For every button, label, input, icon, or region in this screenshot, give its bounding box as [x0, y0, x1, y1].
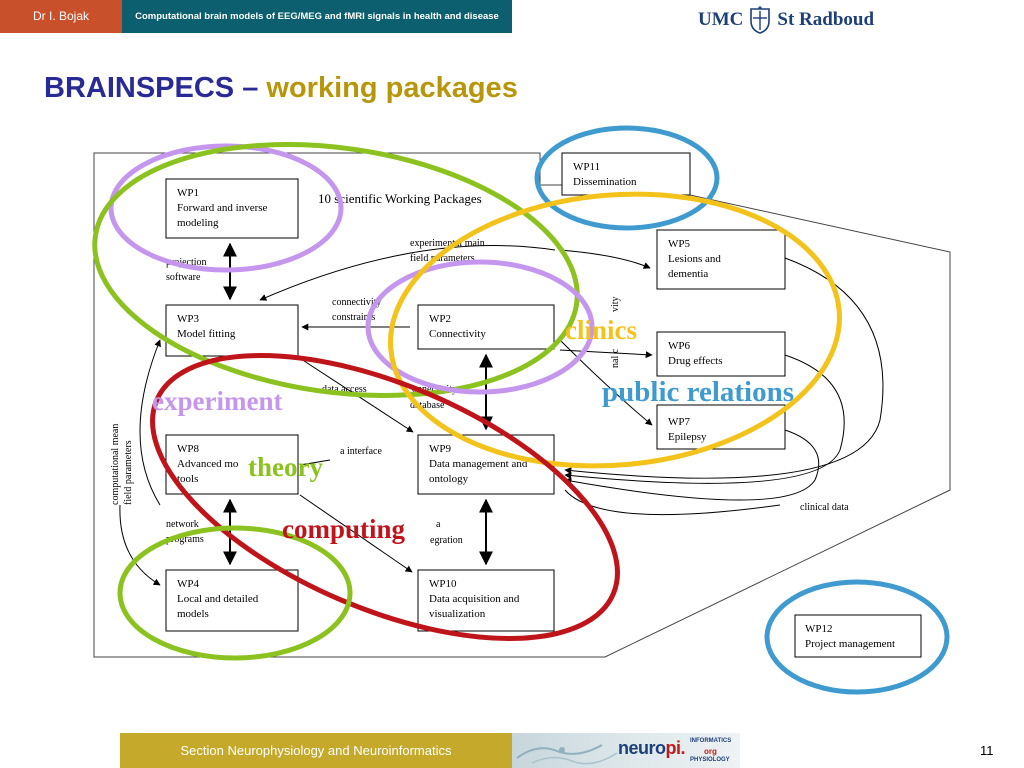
logo-informatics: INFORMATICS [690, 738, 732, 744]
svg-text:Dissemination: Dissemination [573, 176, 637, 188]
label-comp-mean-1: computational mean [110, 424, 121, 505]
svg-text:Local and detailed: Local and detailed [177, 593, 259, 605]
label-vertical-2: nal c [610, 348, 621, 368]
svg-text:Connectivity: Connectivity [429, 328, 486, 340]
svg-text:WP9: WP9 [429, 443, 452, 455]
svg-text:tools: tools [177, 473, 198, 485]
heading-part-1: BRAINSPECS – [44, 72, 259, 104]
svg-text:Model fitting: Model fitting [177, 328, 236, 340]
wp6-box: WP6 Drug effects [656, 331, 786, 377]
yellow-ellipse-clinics [388, 191, 842, 469]
label-conn-db-2: database [410, 400, 445, 411]
overlay-clinics: clinics [565, 315, 637, 345]
diagram-arrows [119, 242, 884, 586]
logo-text-radboud: St Radboud [777, 9, 875, 30]
label-network-1: network [166, 519, 199, 530]
footer-section-label: Section Neurophysiology and Neuroinforma… [120, 733, 512, 768]
blue-ellipse-wp12 [764, 579, 950, 695]
label-projection-1: projection [166, 257, 207, 268]
label-vertical-1: vity [610, 296, 621, 312]
svg-text:WP11: WP11 [573, 161, 600, 173]
label-comp-mean-2: field parameters [123, 440, 134, 505]
svg-text:dementia: dementia [668, 268, 708, 280]
green-ellipse-theory [92, 142, 580, 398]
wp11-box: WP11 Dissemination [561, 152, 691, 196]
svg-text:WP8: WP8 [177, 443, 200, 455]
label-a-interface: a interface [340, 446, 382, 457]
svg-text:WP12: WP12 [805, 623, 833, 635]
logo-physiology: PHYSIOLOGY [690, 757, 730, 763]
svg-text:models: models [177, 608, 209, 620]
label-clinical-data: clinical data [800, 502, 849, 513]
label-integration-2: egration [430, 535, 463, 546]
page-number: 11 [980, 743, 994, 758]
wp9-box: WP9 Data management and ontology [417, 434, 555, 495]
label-data-access: data access [322, 384, 367, 395]
label-exp-main-2: field parameters [410, 253, 475, 264]
wp3-box: WP3 Model fitting [165, 304, 299, 357]
svg-text:Advanced mo: Advanced mo [177, 458, 239, 470]
logo-org: org [704, 747, 717, 756]
svg-text:modeling: modeling [177, 217, 219, 229]
svg-text:WP5: WP5 [668, 238, 691, 250]
svg-text:ontology: ontology [429, 473, 469, 485]
wp1-box: WP1 Forward and inverse modeling [165, 178, 299, 239]
crest-icon [750, 6, 771, 34]
author-label: Dr I. Bojak [0, 0, 122, 33]
label-conn-db-1: onnectivity [412, 384, 457, 395]
svg-text:visualization: visualization [429, 608, 486, 620]
svg-text:WP4: WP4 [177, 578, 200, 590]
label-integration-1: a [436, 519, 441, 530]
diagram-caption: 10 scientific Working Packages [318, 191, 482, 206]
umc-logo: UMC St Radboud [698, 5, 874, 35]
overlay-computing: computing [282, 514, 406, 544]
overlay-public-relations: public relations [602, 376, 794, 408]
logo-text-umc: UMC [698, 9, 744, 30]
svg-text:Data acquisition and: Data acquisition and [429, 593, 520, 605]
footer-banner: neuropi. INFORMATICS org PHYSIOLOGY [512, 733, 740, 768]
green-ellipse-wp4 [117, 525, 353, 661]
svg-text:Forward and inverse: Forward and inverse [177, 202, 268, 214]
svg-text:Lesions and: Lesions and [668, 253, 721, 265]
wp12-box: WP12 Project management [794, 614, 922, 658]
overlay-experiment: experiment [152, 386, 282, 416]
wp5-box: WP5 Lesions and dementia [656, 229, 786, 290]
violet-ellipse-wp2 [365, 259, 595, 395]
svg-text:WP7: WP7 [668, 416, 691, 428]
neuron-illustration-icon [516, 744, 618, 765]
svg-text:WP3: WP3 [177, 313, 200, 325]
svg-text:WP10: WP10 [429, 578, 457, 590]
label-network-2: programs [166, 534, 204, 545]
wp8-box: WP8 Advanced mo tools [165, 434, 299, 495]
neuroinformatics-logo: neuropi. [618, 738, 686, 758]
presentation-title: Computational brain models of EEG/MEG an… [122, 0, 512, 33]
violet-ellipse-wp1 [108, 143, 344, 273]
slide-heading: BRAINSPECS – working packages [44, 72, 518, 105]
label-exp-main-1: experimental main [410, 238, 485, 249]
svg-text:Epilepsy: Epilepsy [668, 431, 707, 443]
label-conn-constraints-1: connectivity [332, 297, 381, 308]
label-conn-constraints-2: constraints [332, 312, 375, 323]
svg-text:Project management: Project management [805, 638, 895, 650]
wp4-box: WP4 Local and detailed models [165, 569, 299, 632]
svg-text:Data management and: Data management and [429, 458, 528, 470]
svg-text:WP6: WP6 [668, 340, 691, 352]
red-ellipse-computing [150, 353, 620, 641]
blue-ellipse-wp11 [534, 125, 720, 231]
heading-part-2: working packages [266, 72, 518, 104]
svg-text:WP2: WP2 [429, 313, 451, 325]
label-projection-2: software [166, 272, 201, 283]
overlay-theory: theory [248, 452, 323, 482]
svg-text:WP1: WP1 [177, 187, 199, 199]
wp10-box: WP10 Data acquisition and visualization [417, 569, 555, 632]
svg-text:Drug effects: Drug effects [668, 355, 722, 367]
wp2-box: WP2 Connectivity [417, 304, 555, 350]
